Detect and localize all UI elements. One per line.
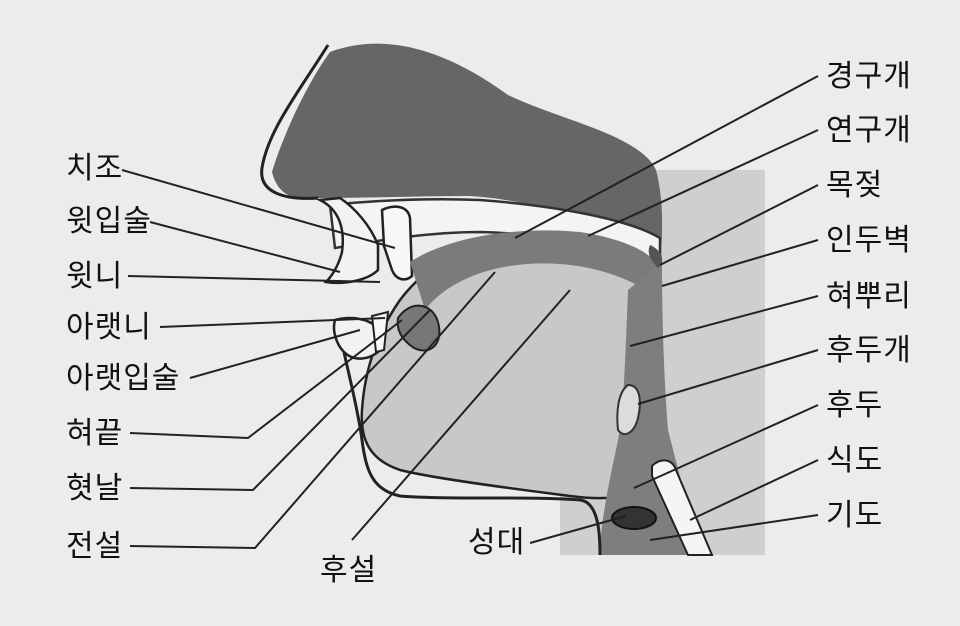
label-upper-lip: 윗입술 [66, 204, 152, 239]
label-esophagus: 식도 [826, 443, 884, 478]
label-trachea: 기도 [826, 498, 884, 533]
leader-line-trachea [649, 514, 819, 541]
esophagus-tube [651, 459, 714, 556]
leader-line-uvula [659, 184, 819, 266]
label-back-tongue: 후설 [320, 553, 378, 588]
leader-line-upper-teeth [127, 275, 381, 283]
label-alveolar-ridge: 치조 [66, 151, 124, 186]
label-uvula: 목젖 [826, 168, 884, 203]
label-front-tongue: 전설 [66, 529, 124, 564]
leader-line-larynx [633, 404, 819, 489]
label-soft-palate: 연구개 [826, 113, 912, 148]
label-lower-lip: 아랫입술 [66, 361, 181, 396]
label-upper-teeth: 윗니 [66, 259, 124, 294]
upper-teeth-shape [380, 205, 414, 281]
label-lower-teeth: 아랫니 [66, 310, 152, 345]
tongue-tip-shape [396, 304, 441, 352]
label-larynx: 후두 [826, 388, 884, 423]
label-vocal-cords: 성대 [468, 525, 526, 560]
nose-outline [260, 44, 330, 200]
label-pharyngeal-wall: 인두벽 [826, 223, 912, 258]
leader-line-front-tongue [129, 271, 496, 550]
label-epiglottis: 후두개 [826, 333, 912, 368]
leader-line-hard-palate [514, 75, 819, 239]
leader-line-esophagus [689, 459, 819, 521]
label-tongue-tip: 혀끝 [66, 416, 124, 451]
leader-line-upper-lip [149, 221, 341, 273]
chin-outline [342, 351, 602, 556]
leader-line-epiglottis [637, 349, 819, 405]
tongue-surface [410, 230, 660, 310]
leader-line-tongue-root [629, 295, 819, 347]
vocal-cords-shape [611, 506, 657, 530]
leader-line-pharyngeal-wall [661, 239, 819, 287]
leader-line-back-tongue [351, 289, 571, 541]
epiglottis-shape [616, 383, 641, 435]
leader-line-soft-palate [587, 129, 819, 237]
label-tongue-root: 혀뿌리 [826, 279, 912, 314]
label-hard-palate: 경구개 [826, 59, 912, 94]
leader-line-lower-lip [189, 329, 361, 379]
leader-line-tongue-tip [129, 319, 403, 440]
leader-line-vocal-cords [529, 515, 627, 544]
label-tongue-blade: 혓날 [66, 471, 124, 506]
leader-line-lower-teeth [159, 317, 386, 328]
uvula-shape [648, 245, 663, 268]
leader-line-tongue-blade [129, 309, 431, 492]
leader-line-alveolar-ridge [121, 169, 396, 249]
